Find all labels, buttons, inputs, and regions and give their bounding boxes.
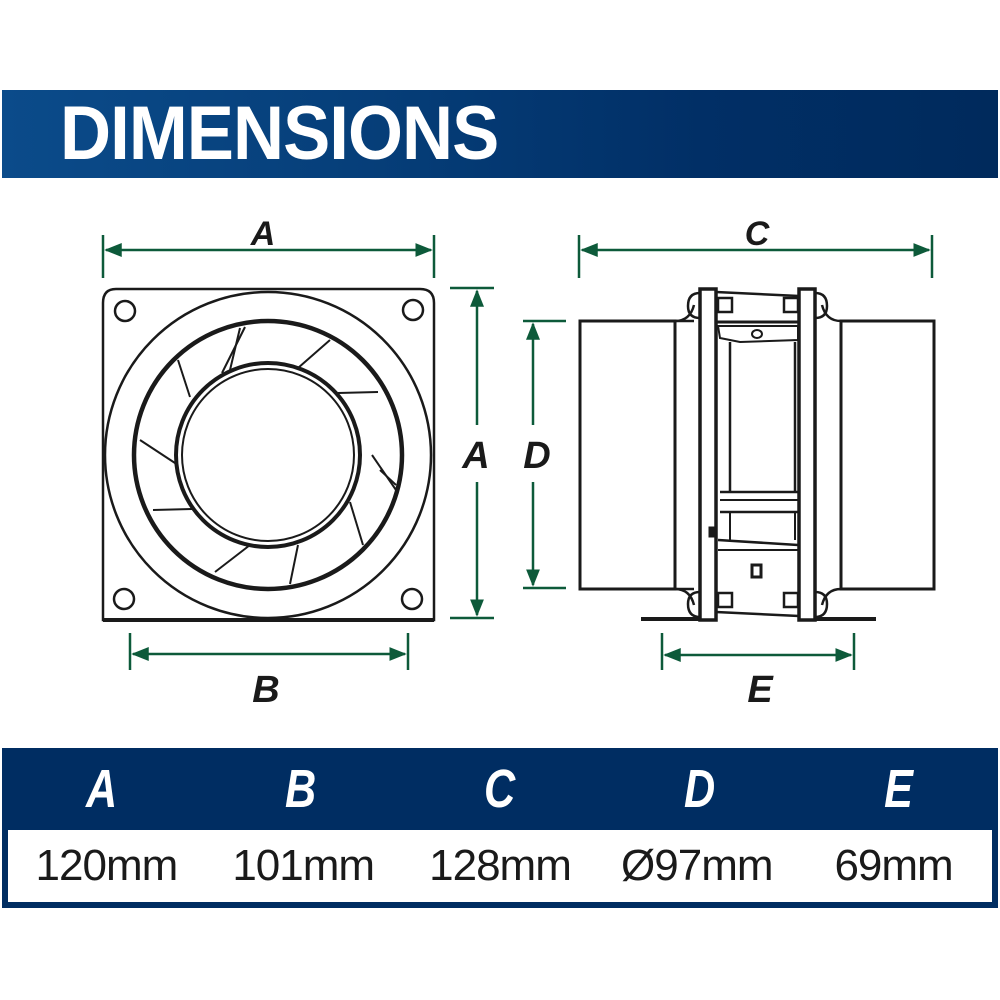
dimension-c <box>577 235 934 278</box>
value-b: 101mm <box>232 841 375 890</box>
dimension-b <box>128 633 410 670</box>
value-a: 120mm <box>35 841 179 890</box>
page-title: DIMENSIONS <box>60 91 499 176</box>
header-a: A <box>85 759 118 819</box>
side-view: C D <box>523 215 936 711</box>
label-a-right: A <box>461 435 489 477</box>
value-c: 128mm <box>429 841 572 890</box>
title-banner: DIMENSIONS <box>2 90 998 178</box>
header-d: D <box>683 759 715 819</box>
dimension-a-top <box>101 235 436 278</box>
fan-front-body <box>101 287 436 622</box>
table-value-row: 120mm 101mm 128mm Ø97mm 69mm <box>8 830 992 902</box>
label-e: E <box>747 669 774 711</box>
label-b: B <box>252 669 279 711</box>
header-c: C <box>484 759 516 819</box>
dimension-drawing: A A <box>101 215 936 711</box>
dimension-a-right <box>450 286 494 620</box>
dimensions-table: A B C D E 120mm 101mm 128mm Ø97mm 69mm <box>2 748 998 908</box>
label-d: D <box>523 435 550 477</box>
header-b: B <box>285 759 317 819</box>
dimension-e <box>660 633 856 670</box>
fan-side-body <box>578 287 936 622</box>
label-a-top: A <box>250 215 276 253</box>
label-c: C <box>745 215 770 253</box>
value-e: 69mm <box>834 841 953 890</box>
table-header-row: A B C D E <box>2 748 998 830</box>
value-d: Ø97mm <box>621 841 773 890</box>
header-e: E <box>883 759 913 819</box>
front-view: A A <box>101 215 494 711</box>
dimension-d <box>523 319 566 590</box>
